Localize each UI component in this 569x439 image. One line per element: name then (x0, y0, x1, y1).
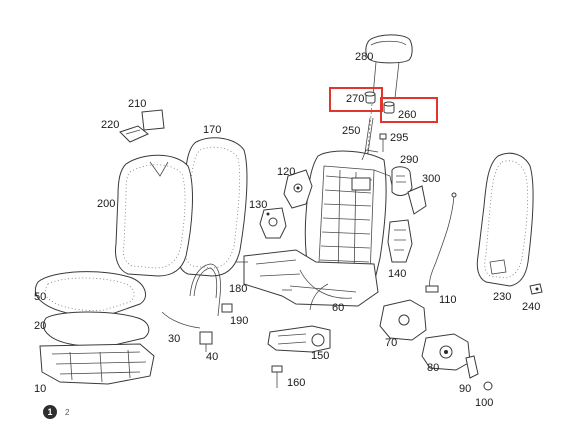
part-cable-110[interactable] (425, 192, 457, 293)
callout-160: 160 (287, 377, 305, 389)
callout-210: 210 (128, 98, 146, 110)
part-motor-80[interactable] (421, 333, 471, 371)
callout-280: 280 (355, 51, 373, 63)
part-trim-290[interactable] (391, 166, 413, 196)
callout-70: 70 (385, 337, 397, 349)
part-wire-frame-180[interactable] (189, 263, 221, 317)
part-clip-190[interactable] (221, 303, 233, 313)
callout-180: 180 (229, 283, 247, 295)
part-bracket-40[interactable] (199, 331, 213, 352)
part-bolt-160[interactable] (271, 365, 283, 388)
part-cushion-pad[interactable] (42, 311, 150, 347)
part-lever-90[interactable] (465, 355, 479, 379)
part-seat-frame[interactable] (236, 249, 379, 307)
part-clip-240[interactable] (529, 283, 543, 295)
part-seat-pan[interactable] (39, 343, 155, 385)
part-clip-100[interactable] (483, 381, 493, 391)
highlight-box-260 (380, 97, 438, 123)
part-latch-140[interactable] (387, 219, 413, 263)
part-seat-cushion[interactable] (34, 271, 147, 317)
callout-80: 80 (427, 362, 439, 374)
callout-60: 60 (332, 302, 344, 314)
callout-295: 295 (390, 132, 408, 144)
callout-250: 250 (342, 125, 360, 137)
callout-190: 190 (230, 315, 248, 327)
callout-290: 290 (400, 154, 418, 166)
part-210[interactable] (141, 109, 165, 131)
callout-200: 200 (97, 198, 115, 210)
part-motor-150[interactable] (267, 325, 331, 353)
part-recliner-130[interactable] (259, 207, 287, 239)
callout-120: 120 (277, 166, 295, 178)
callout-230: 230 (493, 291, 511, 303)
callout-240: 240 (522, 301, 540, 313)
callout-30: 30 (168, 333, 180, 345)
part-backrest-cushion[interactable] (115, 154, 193, 277)
part-screw-295[interactable] (379, 133, 387, 152)
pagination: 1 2 (43, 405, 69, 419)
callout-170: 170 (203, 124, 221, 136)
part-trim-300[interactable] (407, 185, 427, 215)
callout-260: 260 (398, 109, 416, 121)
callout-20: 20 (34, 320, 46, 332)
part-wire-30[interactable] (161, 311, 201, 329)
part-wire-60[interactable] (309, 283, 329, 311)
callout-130: 130 (249, 199, 267, 211)
callout-270: 270 (346, 93, 364, 105)
callout-150: 150 (311, 350, 329, 362)
callout-220: 220 (101, 119, 119, 131)
callout-300: 300 (422, 173, 440, 185)
callout-100: 100 (475, 397, 493, 409)
page-1-button[interactable]: 1 (43, 405, 57, 419)
callout-50: 50 (34, 291, 46, 303)
part-headrest-guide-270[interactable] (364, 91, 376, 104)
part-mechanism-70[interactable] (379, 299, 427, 341)
callout-10: 10 (34, 383, 46, 395)
part-headrest-guide-260[interactable] (383, 101, 395, 114)
part-backrest-panel[interactable] (476, 152, 534, 287)
page-2-link[interactable]: 2 (65, 407, 70, 417)
part-headrest[interactable] (365, 34, 413, 99)
part-mechanism-120[interactable] (283, 169, 313, 209)
callout-40: 40 (206, 351, 218, 363)
part-220[interactable] (119, 125, 149, 143)
callout-90: 90 (459, 383, 471, 395)
callout-110: 110 (439, 294, 457, 306)
callout-140: 140 (388, 268, 406, 280)
